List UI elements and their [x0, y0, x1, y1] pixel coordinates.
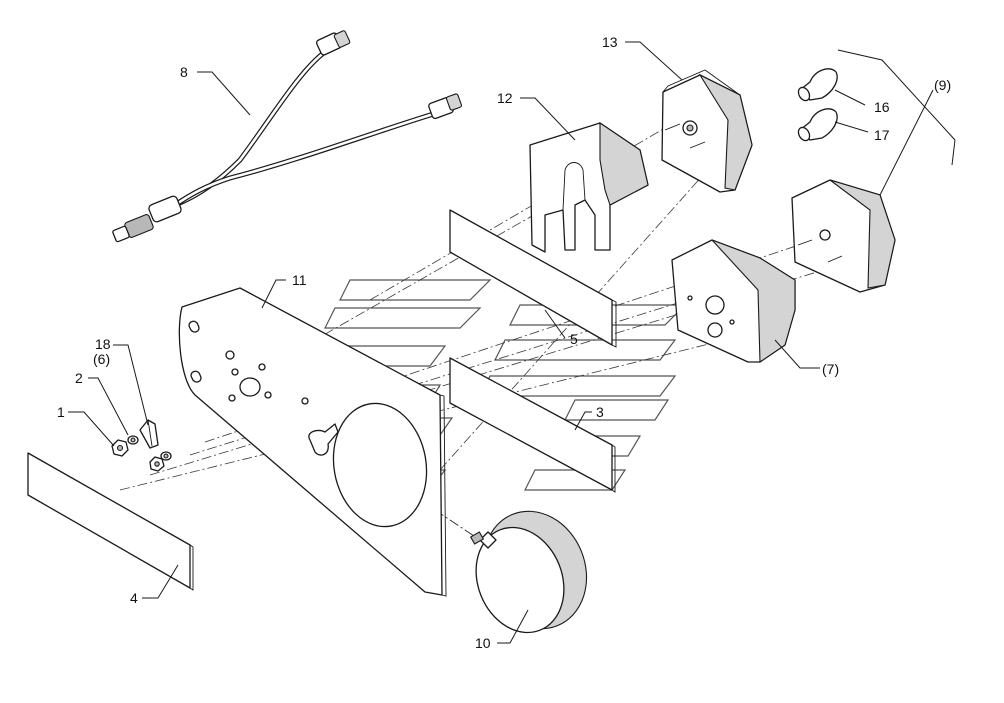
- callout-7: (7): [822, 361, 839, 377]
- sticker-5: [449, 209, 617, 348]
- callout-8: 8: [180, 64, 188, 80]
- callout-4: 4: [130, 590, 138, 606]
- connector-right: [428, 93, 463, 120]
- callout-9: (9): [934, 77, 951, 93]
- callout-6: (6): [93, 351, 110, 367]
- leader-lines: [68, 41, 956, 644]
- connector-top: [315, 30, 351, 56]
- callout-1: 1: [57, 404, 65, 420]
- callout-16: 16: [874, 99, 890, 115]
- hardware-nuts-washers: [111, 419, 172, 472]
- round-lamp: [469, 510, 588, 634]
- sticker-4: [27, 452, 194, 591]
- y-cable-harness: [112, 30, 463, 243]
- lamp-9: [791, 179, 896, 293]
- sticker-3: [449, 357, 616, 493]
- tail-lamp: [661, 69, 753, 193]
- lamp-housing-7: [671, 239, 796, 364]
- callout-labels: 8 12 13 (9) 16 17 11 5 3 (7) 18 (6) 2 1 …: [57, 34, 951, 651]
- lamp-bracket: [529, 121, 649, 253]
- callout-5: 5: [570, 331, 578, 347]
- callout-2: 2: [75, 370, 83, 386]
- callout-3: 3: [596, 404, 604, 420]
- bulb-16: [797, 68, 838, 102]
- callout-18: 18: [95, 336, 111, 352]
- callout-17: 17: [874, 127, 890, 143]
- callout-11: 11: [292, 272, 307, 288]
- bulb-17: [797, 108, 838, 142]
- callout-10: 10: [475, 635, 491, 651]
- callout-13: 13: [602, 34, 618, 50]
- connector-main: [112, 195, 182, 243]
- mounting-plate: [178, 287, 447, 597]
- callout-12: 12: [497, 90, 513, 106]
